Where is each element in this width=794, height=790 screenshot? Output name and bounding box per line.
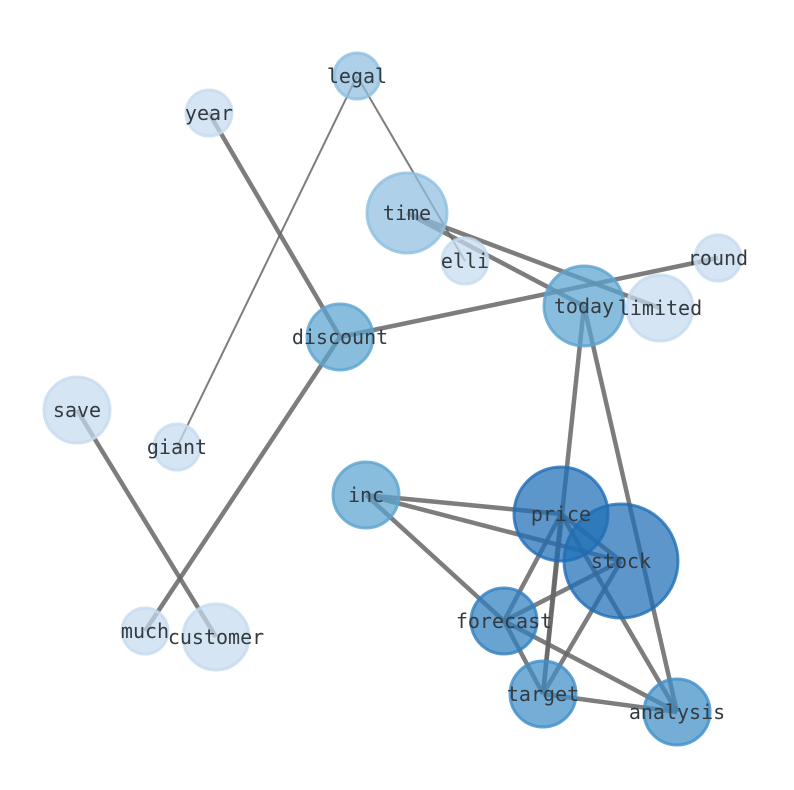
edge-save-customer [75, 408, 218, 639]
node-label-forecast: forecast [456, 609, 552, 633]
node-label-time: time [383, 201, 431, 225]
node-label-giant: giant [147, 435, 207, 459]
node-label-discount: discount [292, 325, 388, 349]
node-much[interactable] [120, 606, 170, 656]
node-target[interactable] [508, 659, 578, 729]
node-label-elli: elli [441, 249, 489, 273]
node-label-round: round [688, 246, 748, 270]
node-forecast[interactable] [469, 586, 539, 656]
node-limited[interactable] [625, 273, 695, 343]
edge-legal-giant [176, 75, 358, 448]
node-today[interactable] [542, 264, 626, 348]
node-label-much: much [121, 619, 169, 643]
node-stock[interactable] [562, 502, 680, 620]
node-time[interactable] [365, 171, 449, 255]
node-label-stock: stock [591, 549, 651, 573]
node-save[interactable] [42, 375, 112, 445]
node-label-save: save [53, 398, 101, 422]
node-label-price: price [531, 502, 591, 526]
edge-year-discount [207, 111, 342, 339]
node-legal[interactable] [332, 51, 382, 101]
node-label-limited: limited [618, 296, 702, 320]
node-label-target: target [507, 682, 579, 706]
node-label-analysis: analysis [629, 700, 725, 724]
node-giant[interactable] [152, 422, 202, 472]
node-elli[interactable] [440, 236, 490, 286]
node-label-today: today [554, 294, 614, 318]
node-discount[interactable] [305, 302, 375, 372]
node-label-legal: legal [327, 64, 387, 88]
edge-discount-round [339, 255, 719, 340]
node-year[interactable] [184, 88, 234, 138]
edge-discount-much [143, 335, 342, 633]
node-label-year: year [185, 101, 233, 125]
node-analysis[interactable] [642, 677, 712, 747]
node-label-customer: customer [168, 625, 264, 649]
node-label-inc: inc [348, 483, 384, 507]
node-inc[interactable] [331, 460, 401, 530]
nodes-layer [42, 51, 743, 747]
node-round[interactable] [693, 233, 743, 283]
node-customer[interactable] [181, 602, 251, 672]
